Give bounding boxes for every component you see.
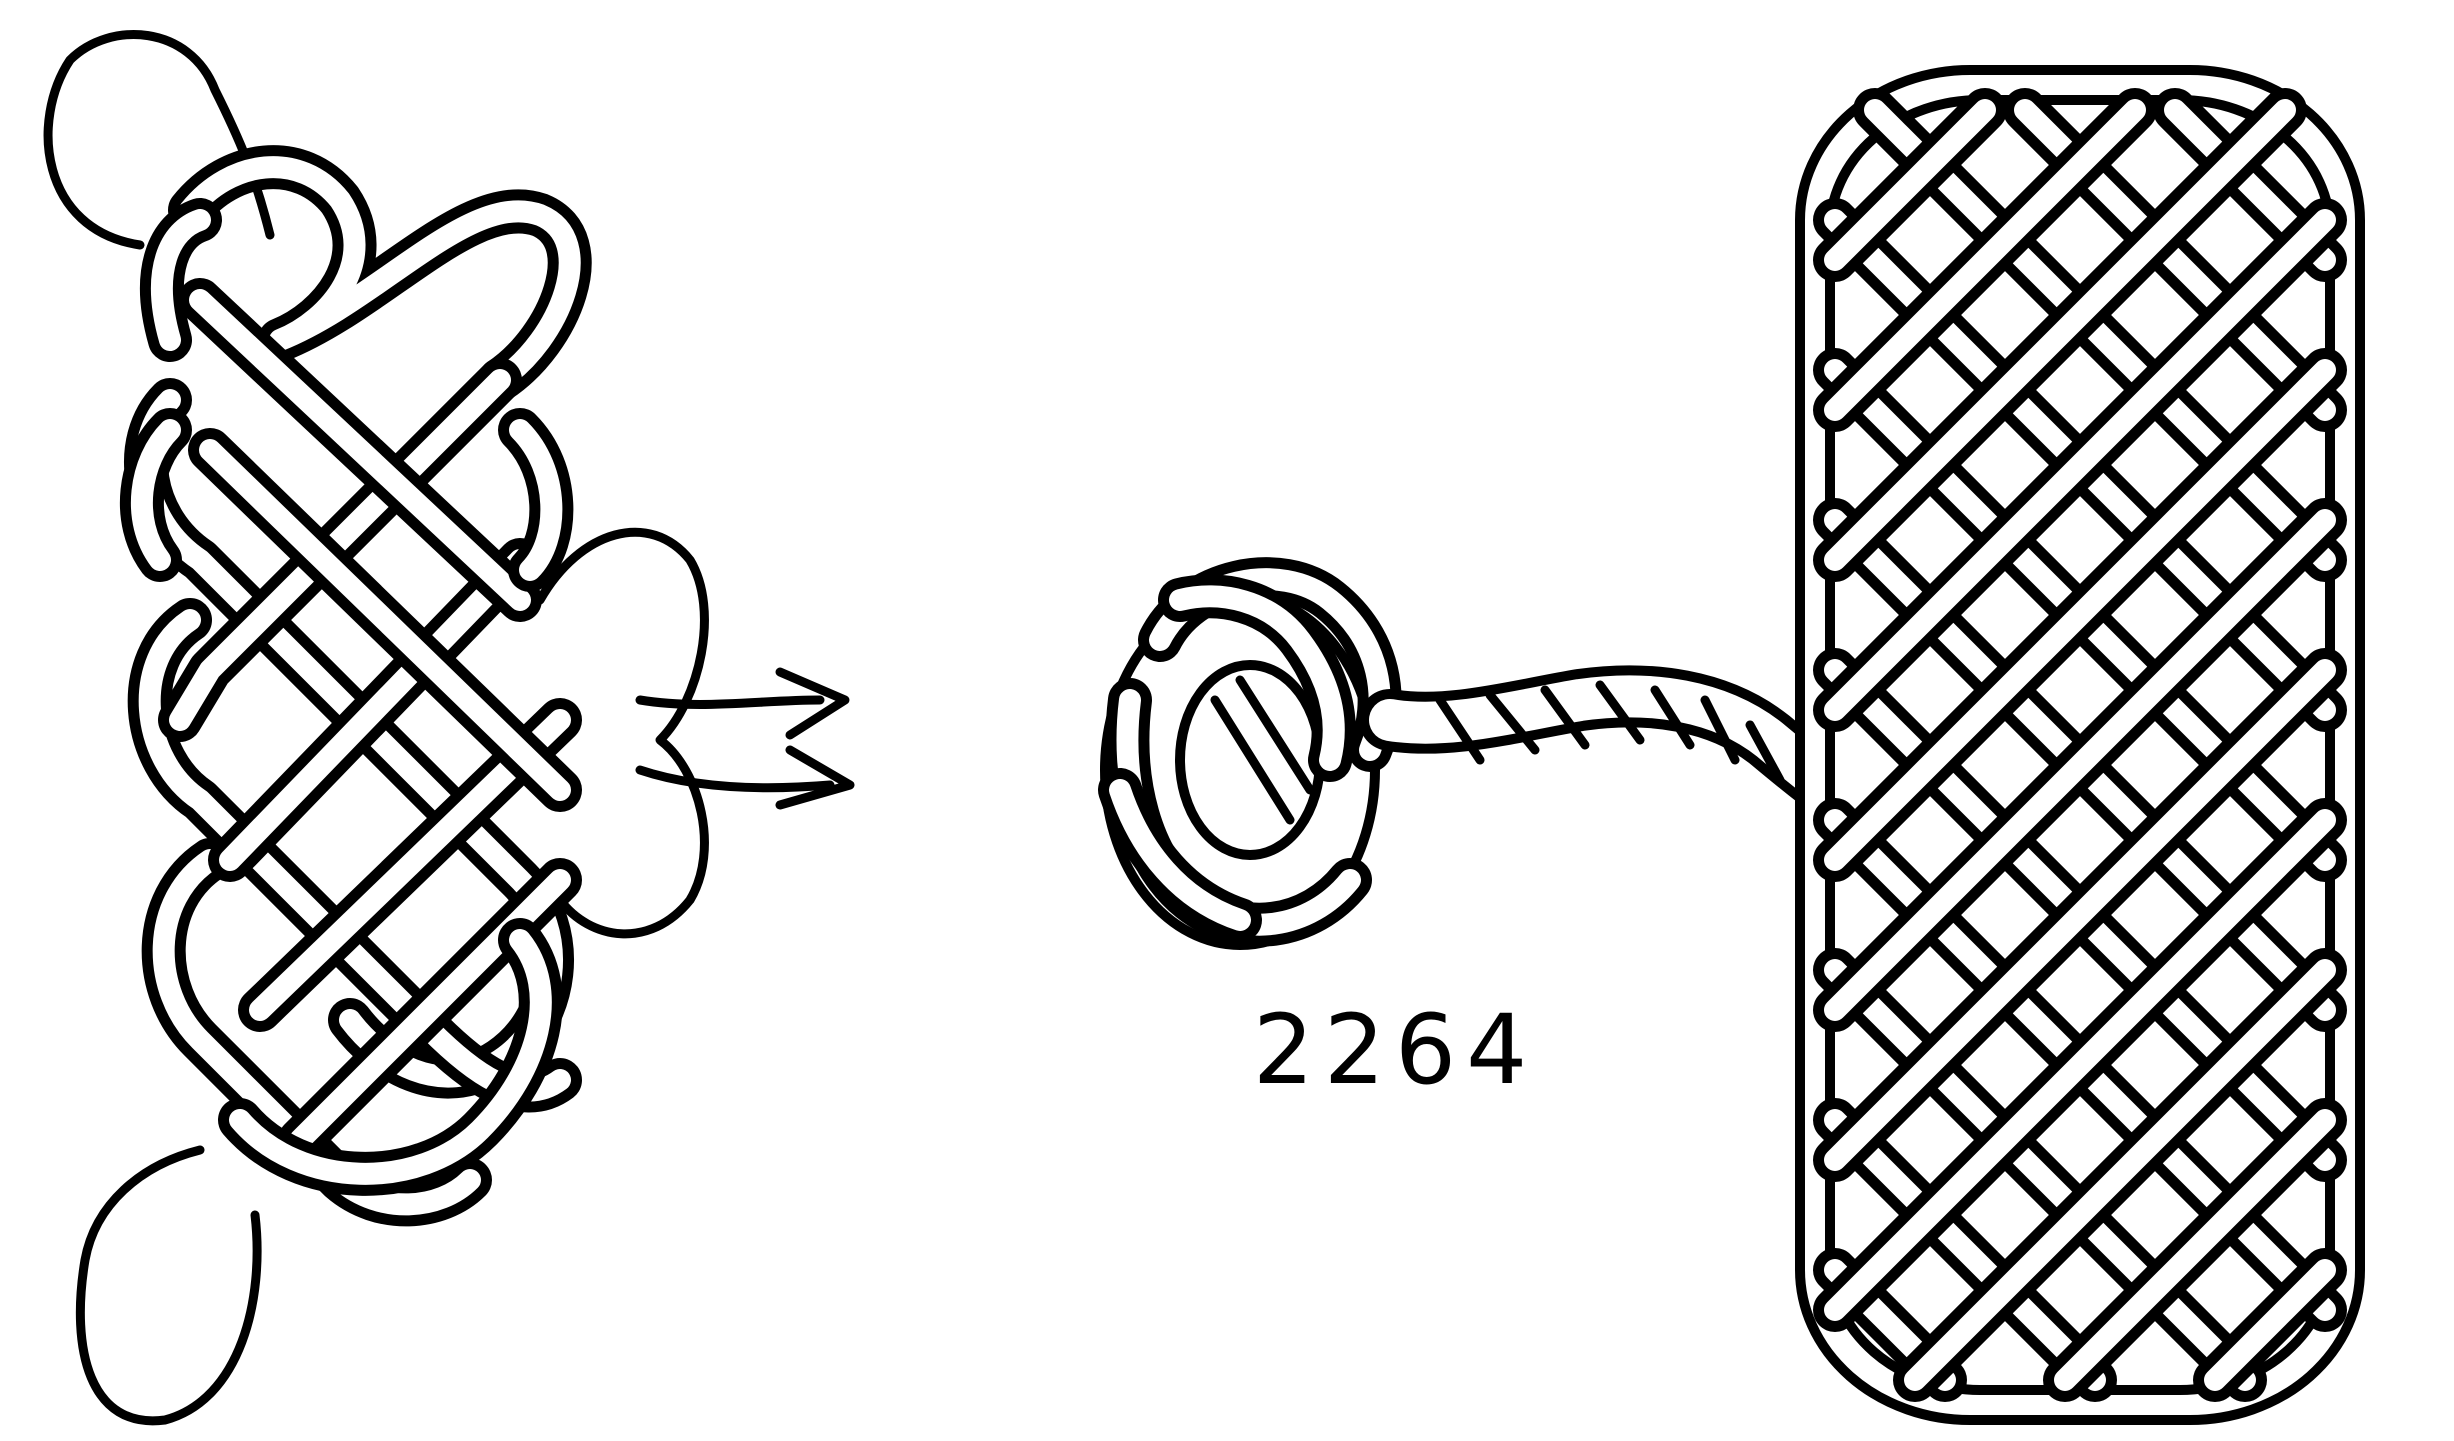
- figure-number: 2264: [1230, 990, 1560, 1110]
- mat-weave: [1835, 110, 2325, 1380]
